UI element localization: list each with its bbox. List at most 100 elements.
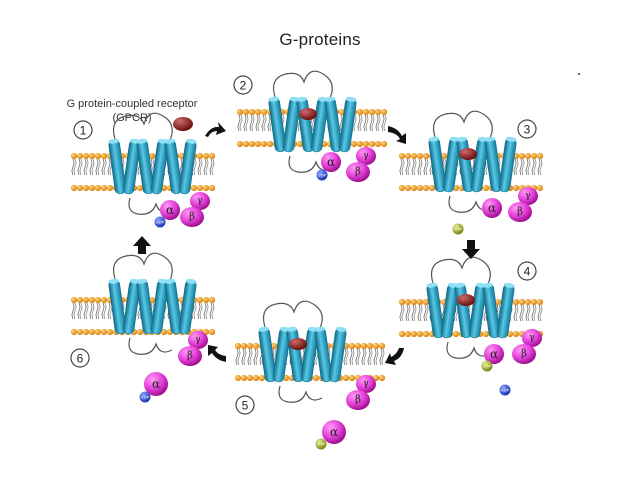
receptor-loop xyxy=(433,110,493,141)
gtp-step-5: GTP xyxy=(315,438,327,450)
bound-ligand xyxy=(299,108,317,120)
lipid-tail xyxy=(407,158,411,176)
lipid-head xyxy=(258,374,266,382)
lipid-tail xyxy=(519,158,523,176)
helix-top xyxy=(482,282,494,288)
lipid-head xyxy=(368,140,376,148)
beta-subunit xyxy=(346,390,370,410)
helix-top xyxy=(268,96,280,102)
lipid-head xyxy=(208,184,216,192)
lipid-tail xyxy=(359,114,363,132)
alpha-label: α xyxy=(330,425,338,439)
lipid-tail xyxy=(95,302,99,320)
receptor-loop xyxy=(113,252,173,283)
helix-top xyxy=(108,138,120,144)
helix-top xyxy=(456,136,468,142)
lipid-head xyxy=(404,330,412,338)
gdp-label: GDP xyxy=(156,220,165,225)
alpha-label: α xyxy=(166,203,174,217)
lipid-tail xyxy=(419,304,423,322)
lipid-tail xyxy=(205,302,209,320)
lipid-head xyxy=(82,152,90,160)
lipid-tail xyxy=(83,302,87,320)
lipid-tail xyxy=(363,114,367,132)
gdp-molecule xyxy=(139,391,151,403)
lipid-head xyxy=(246,374,254,382)
lipid-tail xyxy=(203,158,207,176)
receptor-step-4 xyxy=(426,256,515,359)
lipid-tail xyxy=(375,348,379,366)
lipid-tail xyxy=(97,302,101,320)
lipid-tail xyxy=(197,158,201,176)
lipid-head xyxy=(410,184,418,192)
lipid-tail xyxy=(73,158,77,176)
lipid-tail xyxy=(261,114,265,132)
lipid-tail xyxy=(401,304,405,322)
lipid-tail xyxy=(363,348,367,366)
lipid-head xyxy=(240,342,248,350)
lipid-tail xyxy=(211,302,215,320)
lipid-tail xyxy=(425,304,429,322)
lipid-tail xyxy=(411,158,415,176)
lipid-tail xyxy=(411,304,415,322)
lipid-head xyxy=(494,298,502,306)
lipid-tail xyxy=(107,158,111,176)
gamma-label: γ xyxy=(197,196,202,206)
lipid-head xyxy=(148,152,156,160)
alpha-label: α xyxy=(152,377,160,391)
arrow-step1-to-step2 xyxy=(205,122,226,137)
lipid-tail xyxy=(239,114,243,132)
lipid-tail xyxy=(537,304,541,322)
step-circle xyxy=(70,348,90,368)
lipid-tail xyxy=(251,114,255,132)
lipid-head xyxy=(422,152,430,160)
lipid-head xyxy=(70,152,78,160)
lipid-tail xyxy=(413,158,417,176)
lipid-tail xyxy=(417,304,421,322)
gtp-step-3: GTP xyxy=(452,223,464,235)
gtp-molecule xyxy=(452,223,464,235)
lipid-tail xyxy=(103,158,107,176)
lipid-head xyxy=(94,328,102,336)
lipid-tail xyxy=(241,348,245,366)
arrow-step4-to-step5 xyxy=(385,348,404,365)
lipid-tail xyxy=(343,348,347,366)
arrow-step5-to-step6 xyxy=(208,345,226,362)
step-circle xyxy=(235,395,255,415)
g-alpha-step-4: α xyxy=(484,344,504,364)
receptor-loop xyxy=(448,195,493,213)
alpha-subunit xyxy=(484,344,504,364)
lipid-head xyxy=(208,328,216,336)
gamma-subunit xyxy=(188,331,208,349)
lipid-tail xyxy=(355,348,359,366)
beta-subunit xyxy=(180,207,204,227)
lipid-tail xyxy=(419,158,423,176)
lipid-tail xyxy=(373,348,377,366)
step-label: 2 xyxy=(240,79,247,93)
gtp-step-4: GTP xyxy=(481,360,493,372)
lipid-tail xyxy=(197,302,201,320)
gamma-subunit xyxy=(518,187,538,205)
free-ligand xyxy=(173,117,193,131)
lipid-tail xyxy=(199,158,203,176)
beta-subunit xyxy=(346,162,370,182)
lipid-tail xyxy=(521,304,525,322)
step-number-5: 5 xyxy=(235,395,255,415)
lipid-head xyxy=(512,298,520,306)
lipid-head xyxy=(100,296,108,304)
lipid-tail xyxy=(249,348,253,366)
lipid-head xyxy=(246,342,254,350)
lipid-tail xyxy=(85,302,89,320)
helix-top xyxy=(108,278,120,284)
receptor-loop xyxy=(278,385,323,403)
helix-top xyxy=(335,326,347,332)
lipid-head xyxy=(196,296,204,304)
lipid-tail xyxy=(243,114,247,132)
lipid-tail xyxy=(209,158,213,176)
lipid-tail xyxy=(243,348,247,366)
lipid-head xyxy=(70,328,78,336)
lipid-tail xyxy=(83,158,87,176)
lipid-head xyxy=(518,152,526,160)
gdp-released-step-4: GDP xyxy=(499,384,511,396)
lipid-head xyxy=(88,328,96,336)
